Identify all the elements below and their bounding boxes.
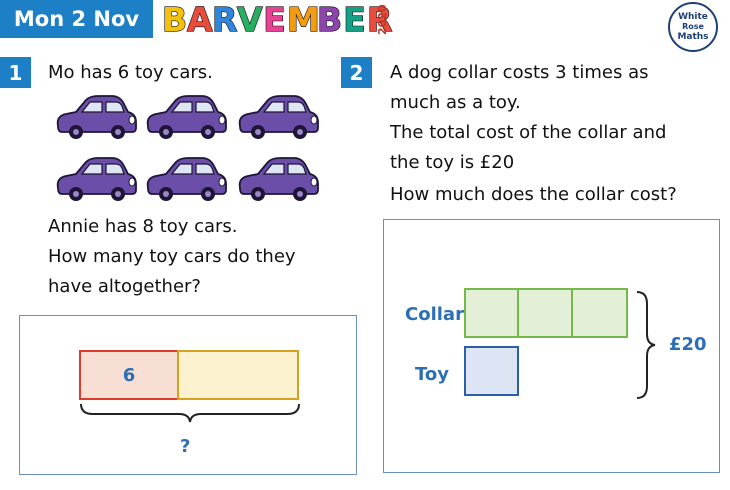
date-tab: Mon 2 Nov [0, 0, 153, 38]
q1-bar-model-box: 6 ? [19, 315, 357, 475]
collar-bar-part [517, 288, 573, 338]
total-brace [636, 291, 656, 399]
collar-bar-part [464, 288, 519, 338]
collar-label: Collar [405, 304, 464, 325]
logo-letter: R [211, 0, 238, 39]
toy-car-icon [146, 157, 227, 201]
q1-text-line3: How many toy cars do they [48, 246, 296, 267]
toy-bar-part [464, 346, 519, 396]
barvember-logo: B A R V E M B E R [161, 0, 393, 39]
toy-car-icon [56, 95, 137, 139]
logo-letter: R [366, 0, 393, 39]
toy-label: Toy [415, 364, 449, 385]
question-number-1: 1 [0, 57, 31, 88]
logo-letter: B [316, 0, 343, 39]
logo-year: 2020 [376, 4, 389, 36]
q2-text-line: A dog collar costs 3 times as [390, 62, 649, 83]
logo-letter: V [236, 0, 263, 39]
bar-part-annie-known: 6 [79, 350, 179, 400]
toy-car-icon [238, 95, 319, 139]
toy-car-icon [238, 157, 319, 201]
q2-text-line: How much does the collar cost? [390, 184, 677, 205]
total-brace [80, 403, 300, 423]
brand-line: White [678, 12, 708, 22]
bar-part-unknown [177, 350, 299, 400]
brand-line: Maths [677, 32, 709, 42]
q2-text-line: the toy is £20 [390, 152, 515, 173]
q2-text-line: The total cost of the collar and [390, 122, 667, 143]
bar-part-label: 6 [122, 364, 136, 386]
collar-bar-part [571, 288, 628, 338]
logo-letter: B [161, 0, 188, 39]
date-label: Mon 2 Nov [13, 7, 140, 31]
total-question-mark: ? [180, 436, 191, 457]
logo-letter: E [263, 0, 287, 39]
q1-text-line1: Mo has 6 toy cars. [48, 62, 213, 83]
question-number-2: 2 [341, 57, 372, 88]
q2-bar-model-box: Collar Toy £20 [383, 219, 720, 473]
logo-letter: M [286, 0, 320, 39]
white-rose-maths-logo: White Rose Maths [668, 2, 718, 52]
q1-text-line4: have altogether? [48, 276, 201, 297]
q2-text-line: much as a toy. [390, 92, 521, 113]
total-cost-label: £20 [669, 334, 707, 355]
q1-text-line2: Annie has 8 toy cars. [48, 216, 238, 237]
brand-line: Rose [682, 22, 704, 31]
toy-car-icon [56, 157, 137, 201]
logo-letter: E [343, 0, 367, 39]
logo-letter: A [186, 0, 213, 39]
toy-car-icon [146, 95, 227, 139]
